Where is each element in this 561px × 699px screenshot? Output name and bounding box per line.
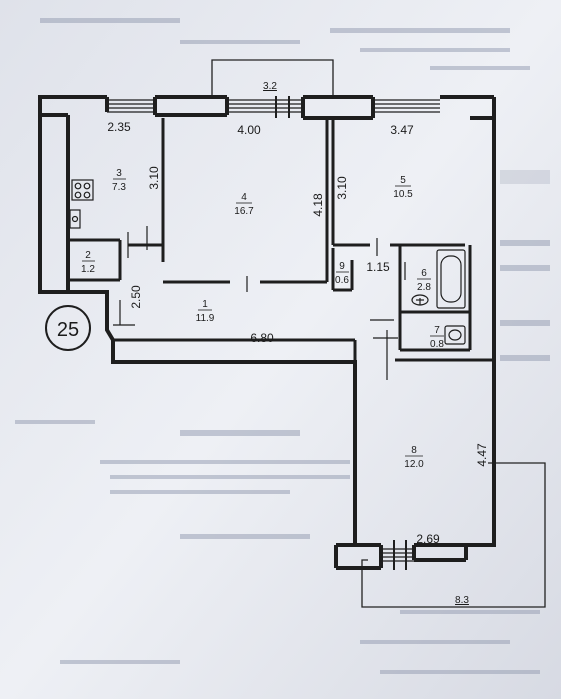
- room-area: 16.7: [234, 206, 254, 217]
- room3-width: 2.35: [107, 120, 131, 134]
- room8-height: 4.47: [475, 443, 489, 467]
- sink-icon: [69, 209, 81, 229]
- room-2-label: 2 1.2: [81, 250, 95, 275]
- window-room4: [227, 96, 303, 118]
- room-3-label: 3 7.3: [112, 168, 126, 193]
- room-1-label: 1 11.9: [196, 299, 215, 324]
- room-number: 4: [241, 192, 247, 203]
- washbasin-icon: [444, 325, 466, 345]
- dimension-labels: 3.2 8.3 2.35 4.00 3.47 3.10 4.18 3.10 2.…: [107, 81, 489, 606]
- room-7-label: 7 0.8: [430, 325, 444, 350]
- plan-number-badge: 25: [45, 305, 91, 351]
- room5-height: 3.10: [335, 176, 349, 200]
- room-6-label: 6 2.8: [417, 268, 431, 293]
- hall-length: 6.80: [250, 331, 274, 345]
- room-number: 2: [85, 250, 91, 261]
- room-area: 7.3: [112, 182, 126, 193]
- fixtures: [69, 179, 466, 345]
- room5-width: 3.47: [390, 123, 414, 137]
- room-area: 0.6: [335, 275, 349, 286]
- windows: [107, 96, 440, 570]
- toilet-icon: [411, 294, 429, 306]
- room-area: 12.0: [404, 459, 424, 470]
- room-number: 5: [400, 175, 406, 186]
- balcony-bottom-area: 8.3: [455, 595, 469, 606]
- balconies: [211, 59, 546, 608]
- stove-icon: [71, 179, 94, 201]
- room-area: 2.8: [417, 282, 431, 293]
- outer-wall: [38, 95, 357, 545]
- room-area: 10.5: [393, 189, 413, 200]
- door-marks: [113, 226, 406, 380]
- room-8-label: 8 12.0: [404, 445, 424, 470]
- room4-width: 4.00: [237, 123, 261, 137]
- room-9-label: 9 0.6: [335, 261, 349, 286]
- interior-walls: [68, 118, 494, 362]
- hall-height: 2.50: [129, 285, 143, 309]
- faint-background-print: [15, 18, 550, 674]
- balcony-top-area: 3.2: [263, 81, 277, 92]
- room-number: 8: [411, 445, 417, 456]
- room-number: 7: [434, 325, 440, 336]
- balcony-top: [211, 59, 334, 96]
- room3-height: 3.10: [147, 166, 161, 190]
- plan-number: 25: [57, 319, 79, 341]
- room-number: 9: [339, 261, 345, 272]
- room-number: 3: [116, 168, 122, 179]
- bathtub-icon: [436, 249, 466, 309]
- corridor-width: 1.15: [366, 260, 390, 274]
- room-5-label: 5 10.5: [393, 175, 413, 200]
- room-area: 11.9: [196, 313, 215, 324]
- window-room3: [107, 99, 155, 113]
- room-area: 1.2: [81, 264, 95, 275]
- room-number: 1: [202, 299, 208, 310]
- window-room8: [381, 540, 414, 570]
- room-labels: 1 11.9 2 1.2 3 7.3 4 16.7 5 10.5 6 2.8: [81, 168, 444, 470]
- room8-width: 2.69: [416, 532, 440, 546]
- room-number: 6: [421, 268, 427, 279]
- room-area: 0.8: [430, 339, 444, 350]
- room-4-label: 4 16.7: [234, 192, 254, 217]
- balcony-bottom: [361, 462, 546, 608]
- room4-height: 4.18: [311, 193, 325, 217]
- window-room5: [373, 99, 440, 113]
